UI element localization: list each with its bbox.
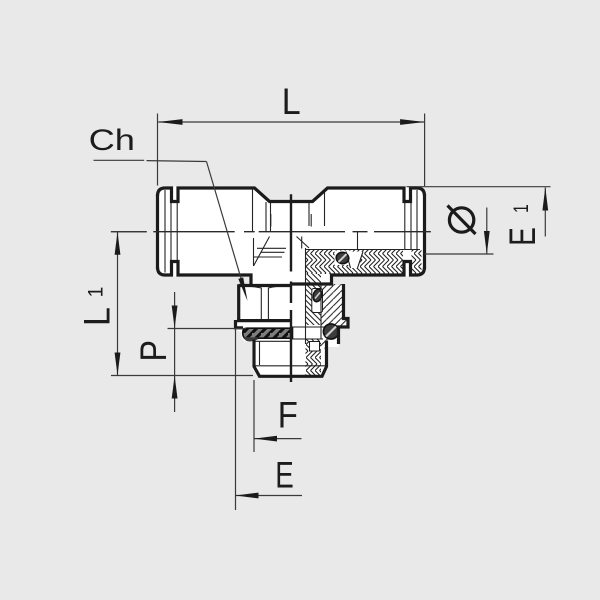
svg-text:E: E [275, 453, 294, 495]
svg-text:L: L [282, 81, 301, 123]
svg-text:Ch: Ch [89, 124, 135, 157]
svg-text:P: P [134, 340, 175, 361]
svg-text:F: F [278, 395, 298, 436]
